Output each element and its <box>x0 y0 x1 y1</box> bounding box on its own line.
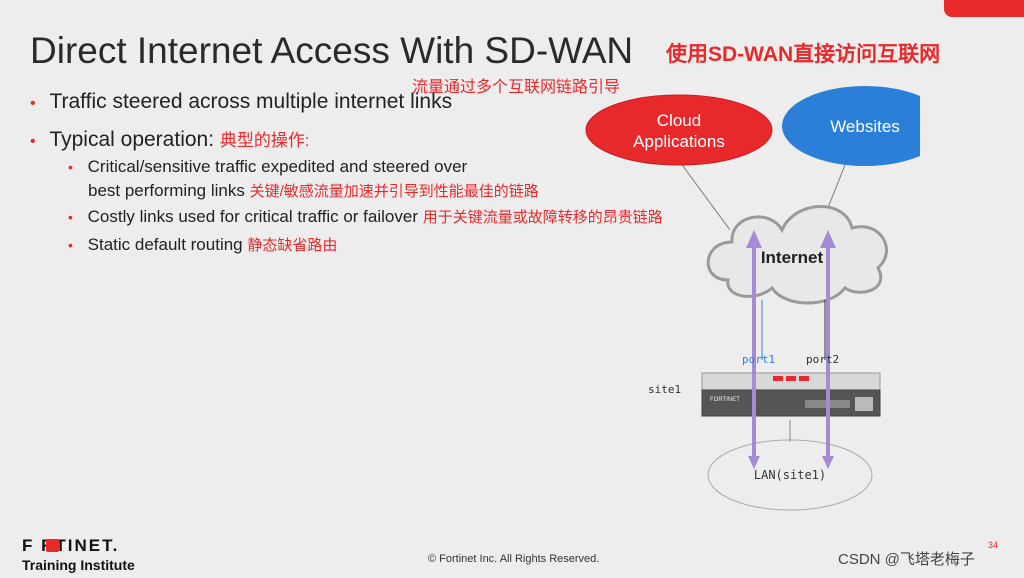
sub-bullet-2-translation: 用于关键流量或故障转移的昂贵链路 <box>422 209 663 226</box>
bullet-2: • Typical operation: 典型的操作: <box>30 126 310 152</box>
bullet-dot: • <box>30 95 36 112</box>
sub-bullet-3-translation: 静态缺省路由 <box>247 237 338 254</box>
link-cloudapps-internet <box>679 161 731 231</box>
bullet-dot: • <box>68 237 73 253</box>
sub-bullet-1-line1: Critical/sensitive traffic expedited and… <box>87 157 468 176</box>
bullet-2-text: Typical operation: <box>49 128 215 151</box>
sub-bullet-3-text: Static default routing <box>87 235 243 254</box>
websites-label: Websites <box>830 117 900 136</box>
cloud-apps-label-1: Cloud <box>657 111 701 130</box>
bullet-dot: • <box>30 133 36 150</box>
internet-label: Internet <box>761 248 824 267</box>
bullet1-translation: 流量通过多个互联网链路引导 <box>412 79 621 96</box>
bullet-dot: • <box>68 159 73 175</box>
bullet-1: • Traffic steered across multiple intern… <box>30 90 452 114</box>
sub-bullet-1: • Critical/sensitive traffic expedited a… <box>68 157 467 177</box>
websites-node <box>782 86 920 166</box>
sub-bullet-2: • Costly links used for critical traffic… <box>68 206 663 227</box>
cloud-apps-label-2: Applications <box>633 132 725 151</box>
watermark: CSDN @飞塔老梅子 <box>838 551 975 568</box>
cloud-applications-node <box>585 94 773 166</box>
bullet-dot: • <box>68 209 73 225</box>
port1-label: port1 <box>742 353 776 366</box>
lan-node <box>707 439 873 511</box>
sub-bullet-1-line2: best performing links <box>88 181 245 200</box>
sub-bullet-2-text: Costly links used for critical traffic o… <box>87 207 418 226</box>
slide-title-translation: 使用SD-WAN直接访问互联网 <box>666 43 941 66</box>
bullet-1-text: Traffic steered across multiple internet… <box>49 90 453 113</box>
device-front <box>701 389 881 417</box>
fortinet-logo: F RTINET. <box>22 536 120 555</box>
page-number: 34 <box>988 540 999 550</box>
logo-mark-icon <box>46 539 59 552</box>
corner-tab <box>944 0 1024 17</box>
bullet-2-translation: 典型的操作: <box>219 131 310 150</box>
slide-title: Direct Internet Access With SD-WAN <box>30 30 634 71</box>
sub-bullet-1-cont: best performing links 关键/敏感流量加速并引导到性能最佳的… <box>88 180 539 201</box>
logo-subtitle: Training Institute <box>22 557 135 573</box>
site-label: site1 <box>648 383 682 396</box>
network-diagram: Cloud Applications Websites Internet FOR… <box>585 86 920 511</box>
copyright: © Fortinet Inc. All Rights Reserved. <box>428 553 600 565</box>
sub-bullet-3: • Static default routing 静态缺省路由 <box>68 234 337 255</box>
port2-label: port2 <box>806 353 840 366</box>
lan-label: LAN(site1) <box>754 468 826 482</box>
device-brand: FORTINET <box>710 397 740 403</box>
sub-bullet-1-translation: 关键/敏感流量加速并引导到性能最佳的链路 <box>249 183 539 200</box>
